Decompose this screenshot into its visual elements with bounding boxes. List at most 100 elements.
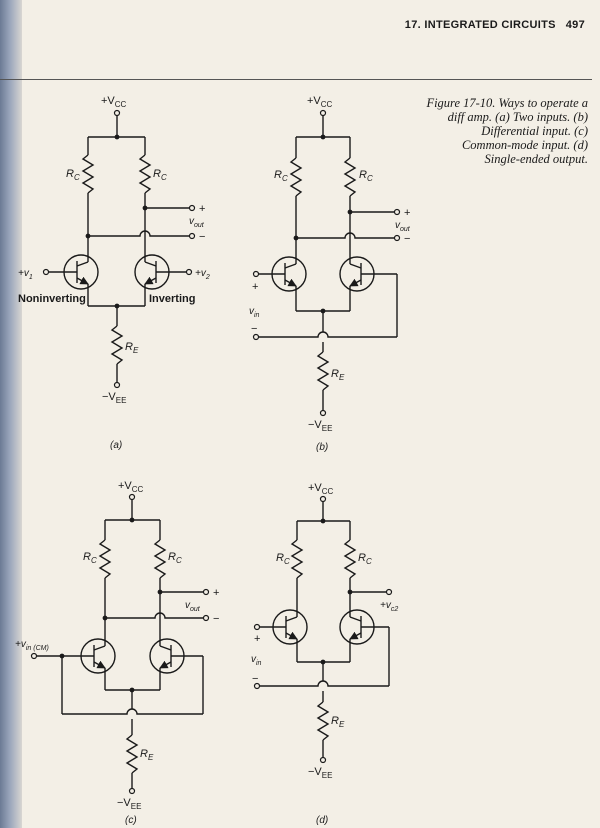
- rc-label: RC: [359, 169, 373, 183]
- vin-plus-terminal: [253, 623, 261, 631]
- vin-minus-terminal: [252, 333, 260, 341]
- vout-minus-terminal: [202, 614, 210, 622]
- vin-label: vin: [251, 654, 262, 667]
- rc-label: RC: [153, 168, 167, 182]
- vout-minus-terminal: [188, 232, 196, 240]
- plus-label: +: [199, 203, 205, 215]
- caption-line-5: Single-ended output.: [484, 152, 588, 166]
- vout-minus-terminal: [393, 234, 401, 242]
- vin-plus-terminal: [252, 270, 260, 278]
- plus-label: +: [252, 281, 258, 293]
- page-number: 497: [565, 19, 585, 31]
- running-header: 17. INTEGRATED CIRCUITS 497: [0, 19, 585, 31]
- caption-line-2: diff amp. (a) Two inputs. (b): [447, 110, 588, 124]
- vee-label: −VEE: [308, 766, 332, 780]
- inverting-label: Inverting: [149, 293, 195, 305]
- re-resistor: [125, 734, 139, 774]
- minus-label: −: [251, 323, 257, 335]
- rc-label: RC: [276, 552, 290, 566]
- v1-input-terminal: [42, 268, 50, 276]
- re-label: RE: [331, 715, 345, 729]
- vcc-label: +VCC: [118, 480, 144, 494]
- caption-line-4: Common-mode input. (d): [461, 138, 588, 152]
- minus-label: −: [199, 231, 205, 243]
- rc-label: RC: [83, 551, 97, 565]
- vout-label: vout: [189, 216, 205, 229]
- caption-line-1: Figure 17-10. Ways to operate a: [426, 96, 588, 110]
- labels-c: +VCC RC RC + vout − +vin (CM) RE −VEE (c…: [15, 480, 219, 826]
- vee-terminal: [128, 787, 136, 795]
- panel-label-c: (c): [125, 815, 137, 826]
- vout-plus-terminal: [393, 208, 401, 216]
- caption-line-3: Differential input. (c): [481, 124, 588, 138]
- re-resistor: [316, 701, 330, 741]
- plus-label: +: [404, 207, 410, 219]
- rc-label: RC: [168, 551, 182, 565]
- vcc-terminal: [319, 495, 327, 503]
- circuit-a: [42, 109, 196, 389]
- vin-cm-terminal: [30, 652, 38, 660]
- rc-right-resistor: [343, 157, 357, 197]
- vcc-terminal: [128, 493, 136, 501]
- vout-plus-terminal: [202, 588, 210, 596]
- vcc-label: +VCC: [308, 482, 334, 496]
- plus-label: +: [213, 587, 219, 599]
- vee-terminal: [319, 756, 327, 764]
- vin-minus-terminal: [253, 682, 261, 690]
- circuit-c: [30, 493, 210, 795]
- re-label: RE: [140, 748, 154, 762]
- vout-label: vout: [185, 600, 201, 613]
- vee-terminal: [113, 381, 121, 389]
- vout-label: vout: [395, 220, 411, 233]
- panel-label-b: (b): [316, 442, 328, 453]
- noninverting-label: Noninverting: [18, 293, 86, 305]
- re-label: RE: [331, 368, 345, 382]
- vc2-label: +vc2: [380, 600, 398, 613]
- vcc-terminal: [319, 109, 327, 117]
- vcc-terminal: [113, 109, 121, 117]
- panel-label-d: (d): [316, 815, 328, 826]
- re-resistor: [316, 351, 330, 391]
- vc2-output-terminal: [385, 588, 393, 596]
- vcc-label: +VCC: [307, 95, 333, 109]
- re-resistor: [110, 325, 124, 365]
- vee-label: −VEE: [117, 797, 141, 811]
- labels-b: +VCC RC RC + vout − + vin − RE −VEE (b): [249, 95, 411, 453]
- rc-left-resistor: [81, 154, 95, 194]
- panel-label-a: (a): [110, 440, 122, 451]
- vee-terminal: [319, 409, 327, 417]
- labels-a: +VCC RC RC + vout − +v1 +v2 Noninverting…: [18, 95, 210, 451]
- vee-label: −VEE: [308, 419, 332, 433]
- rc-right-resistor: [153, 539, 167, 579]
- v2-input-terminal: [185, 268, 193, 276]
- chapter-title: 17. INTEGRATED CIRCUITS: [404, 19, 556, 31]
- rc-left-resistor: [289, 157, 303, 197]
- rc-left-resistor: [290, 539, 304, 579]
- minus-label: −: [213, 613, 219, 625]
- vin-cm-label: +vin (CM): [15, 639, 49, 652]
- rc-left-resistor: [98, 539, 112, 579]
- rc-label: RC: [66, 168, 80, 182]
- re-label: RE: [125, 341, 139, 355]
- circuit-b: [252, 109, 401, 417]
- minus-label: −: [404, 233, 410, 245]
- rc-label: RC: [358, 552, 372, 566]
- v1-label: +v1: [18, 268, 33, 281]
- vcc-label: +VCC: [101, 95, 127, 109]
- minus-label: −: [252, 673, 258, 685]
- book-spine-shadow: [0, 0, 22, 828]
- labels-d: +VCC RC RC +vc2 + vin − RE −VEE (d): [251, 482, 398, 826]
- figure-caption: Figure 17-10. Ways to operate a diff amp…: [420, 96, 588, 166]
- vee-label: −VEE: [102, 391, 126, 405]
- header-rule: [0, 79, 592, 80]
- rc-right-resistor: [343, 539, 357, 579]
- plus-label: +: [254, 633, 260, 645]
- rc-right-resistor: [138, 154, 152, 194]
- vout-plus-terminal: [188, 204, 196, 212]
- v2-label: +v2: [195, 268, 210, 281]
- circuit-d: [253, 495, 393, 764]
- rc-label: RC: [274, 169, 288, 183]
- vin-label: vin: [249, 306, 260, 319]
